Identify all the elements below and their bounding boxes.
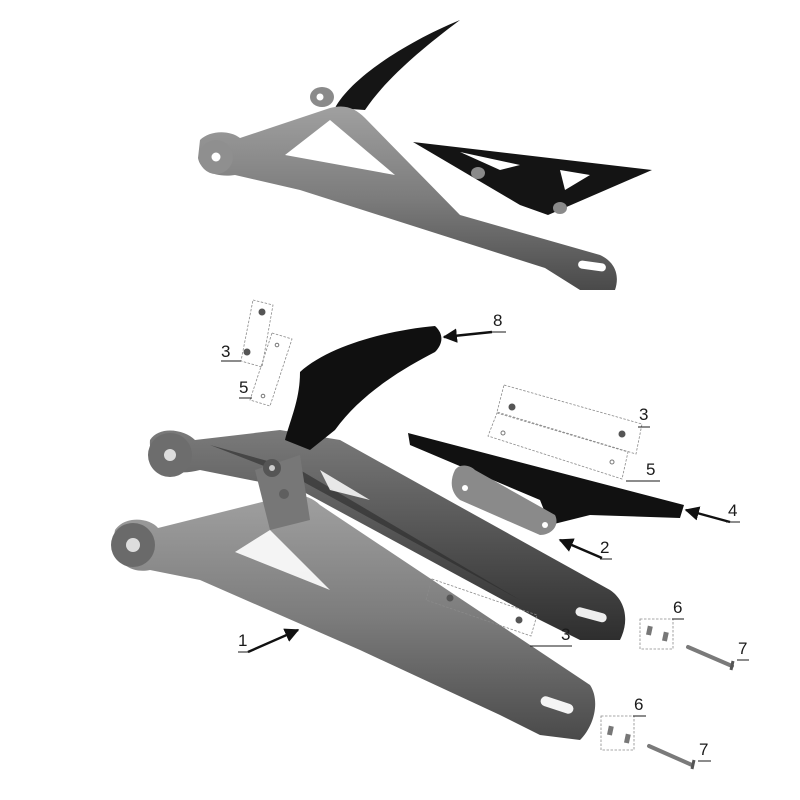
callout-5b: 5 [626,460,660,482]
callout-label: 5 [646,460,655,479]
swingarm-front-side [111,455,596,740]
callout-3c: 3 [530,625,572,647]
part-4-chain-guard [408,433,684,525]
assembled-view [198,20,652,290]
callout-6b: 6 [633,695,646,717]
hardware-kits [240,299,674,751]
callout-label: 7 [699,740,708,759]
callout-7b: 7 [698,740,711,762]
callout-1: 1 [238,628,300,654]
callout-label: 4 [728,501,737,520]
callout-label: 1 [238,631,247,650]
callout-3a: 3 [221,342,241,362]
callout-6a: 6 [672,598,684,620]
callout-7a: 7 [737,639,749,661]
callout-label: 8 [493,311,502,330]
callout-label: 3 [561,625,570,644]
callout-label: 2 [600,538,609,557]
callout-label: 5 [239,378,248,397]
part-7-bolt-lower [647,744,694,767]
callout-5a: 5 [239,378,252,399]
callout-8: 8 [442,311,506,343]
part-8-mudguard [285,326,442,450]
callout-label: 3 [221,342,230,361]
callout-3b: 3 [638,405,650,428]
part-2-bracket [451,465,557,535]
callout-label: 3 [639,405,648,424]
callout-4: 4 [684,501,740,524]
callout-label: 7 [738,639,747,658]
assembled-mudguard [335,20,460,110]
callout-label: 6 [634,695,643,714]
part-7-bolt-upper [686,645,734,668]
callout-label: 6 [673,598,682,617]
assembled-chain-guard [413,142,652,215]
callout-2: 2 [558,538,612,560]
